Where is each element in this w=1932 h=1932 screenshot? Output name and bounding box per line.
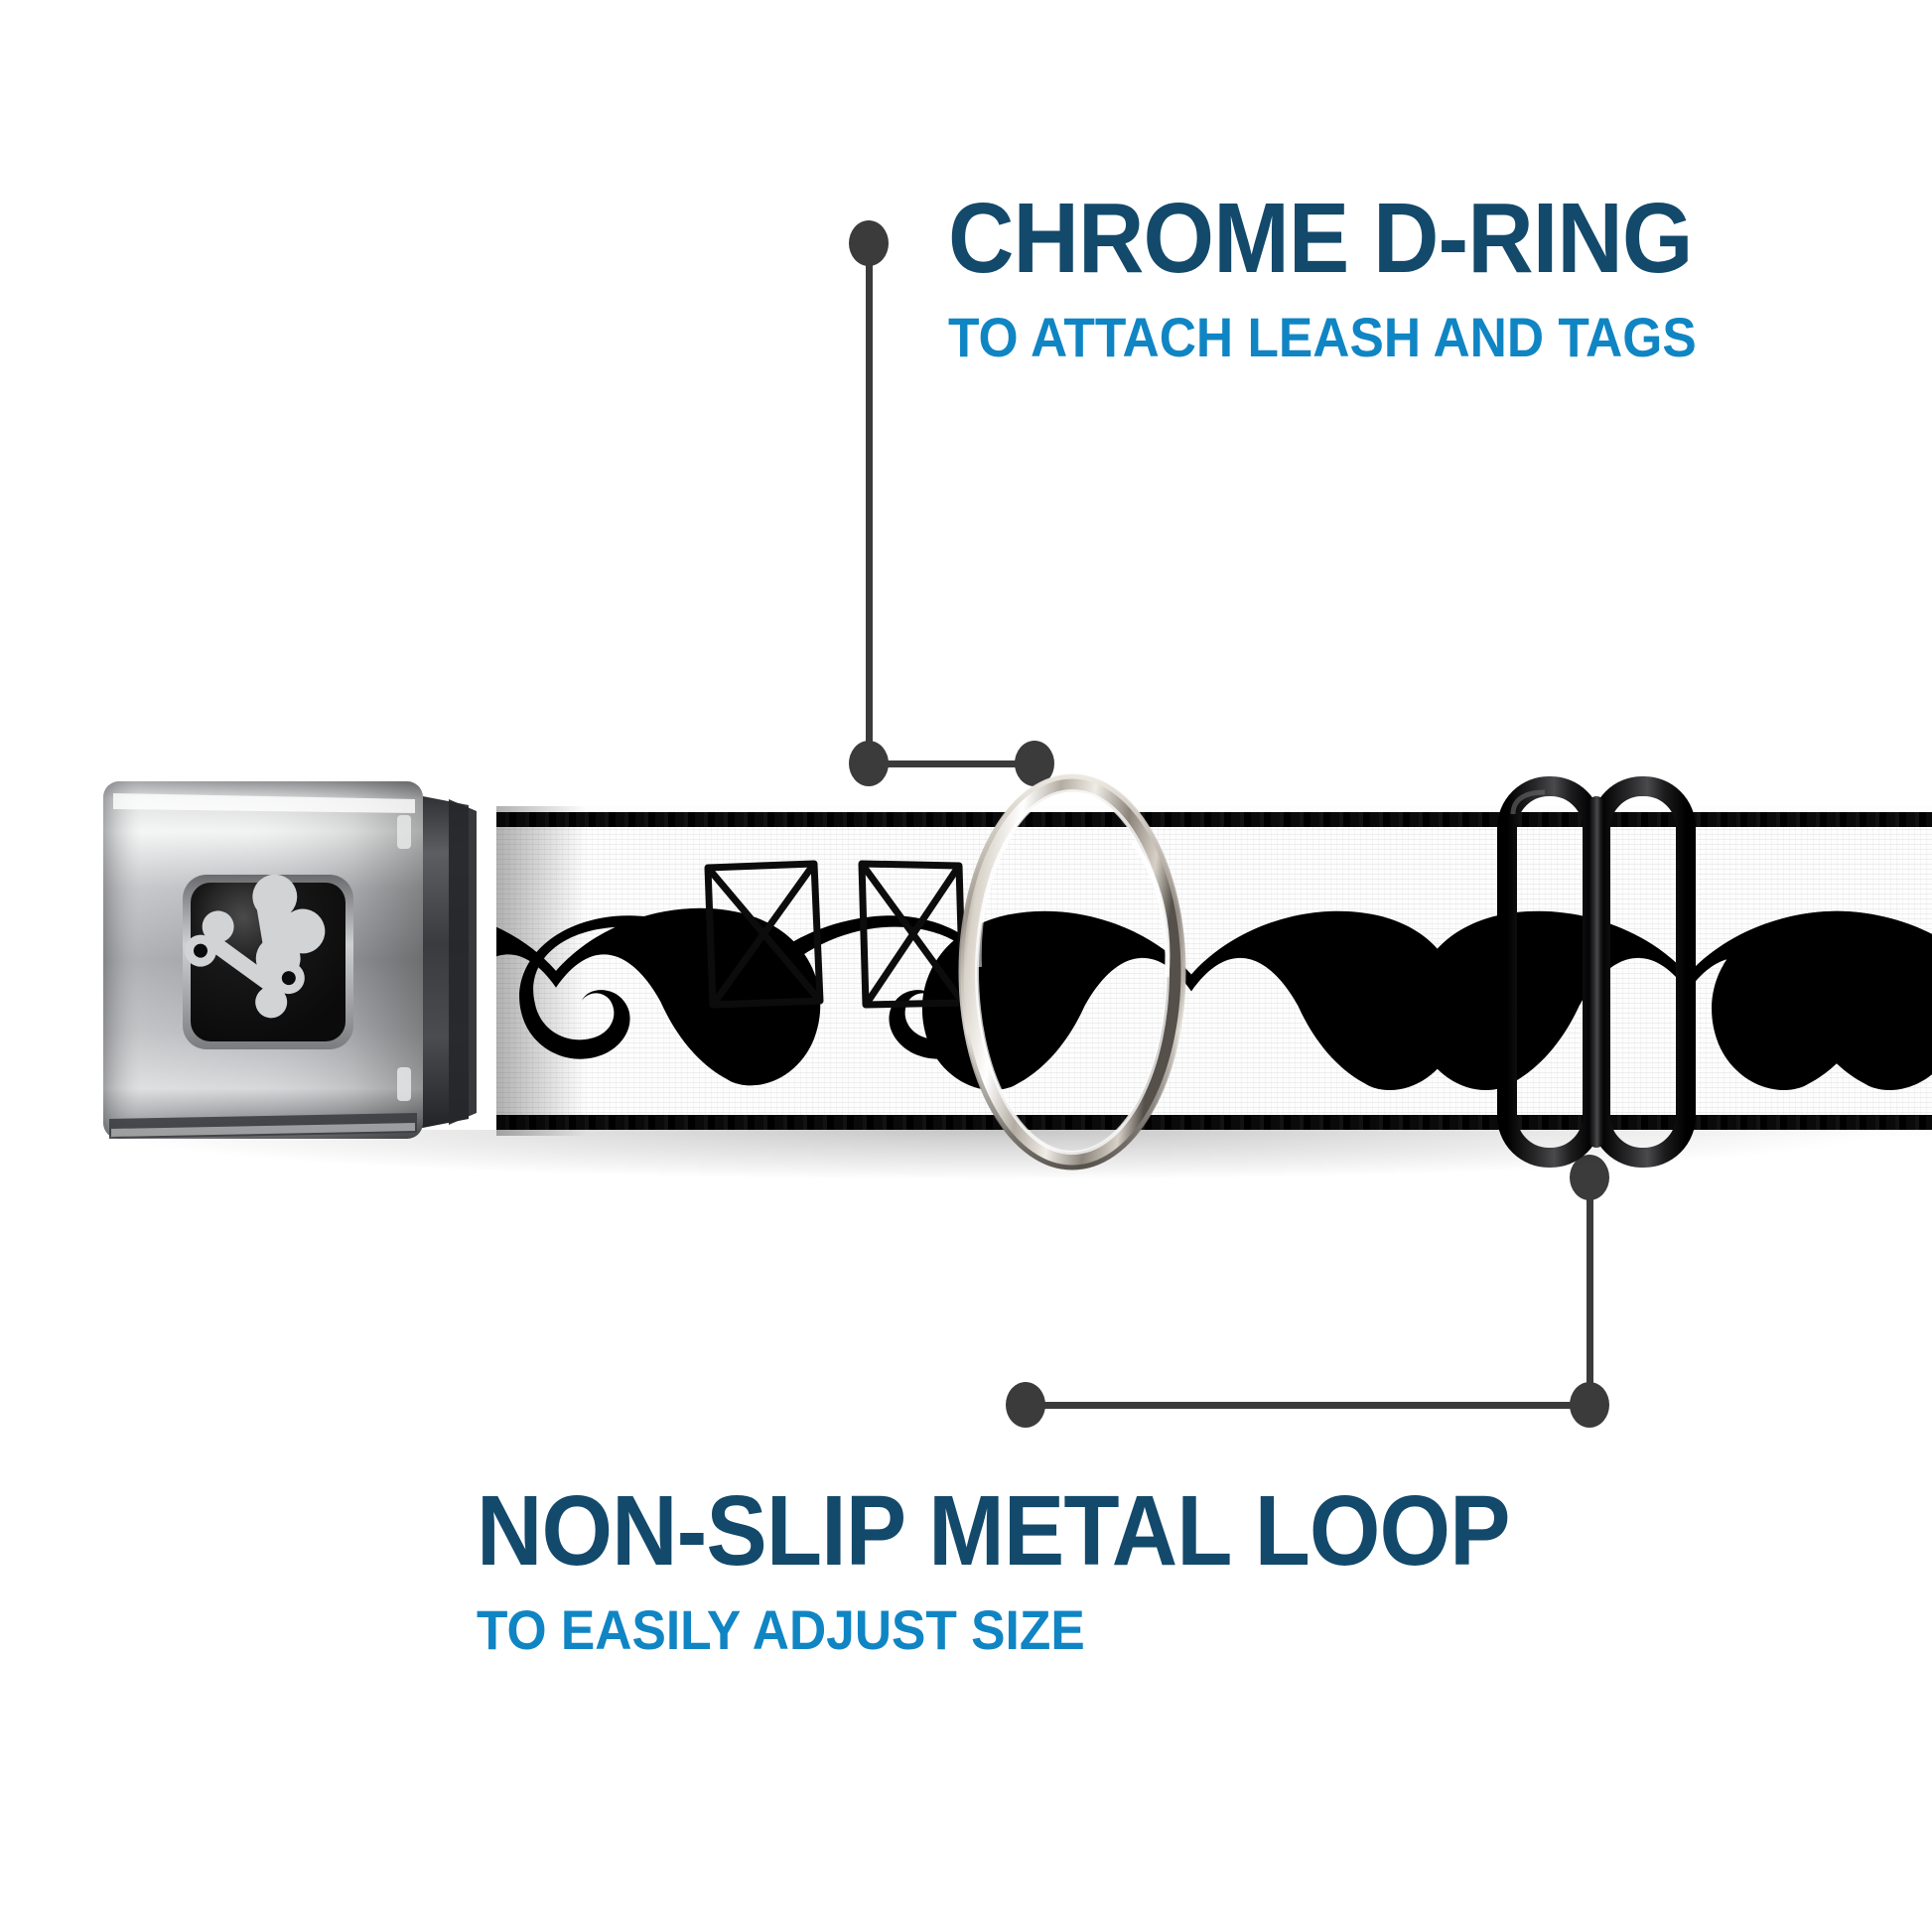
seatbelt-buckle[interactable] <box>99 769 496 1152</box>
buckle-anchor-edge <box>449 799 477 1125</box>
leader-line-horizontal-metal-loop <box>1023 1402 1593 1409</box>
leader-dot-corner-d-ring <box>849 741 889 786</box>
callout-title-non-slip-metal-loop: NON-SLIP METAL LOOP <box>477 1475 1510 1587</box>
loop-highlight <box>1510 789 1546 815</box>
leader-dot-end-d-ring <box>849 220 889 266</box>
leader-line-vertical-d-ring <box>866 246 873 764</box>
loop-frame-left <box>1497 776 1602 1168</box>
loop-center-bar <box>1588 796 1604 1148</box>
metal-adjuster-loop[interactable] <box>1497 774 1696 1170</box>
d-ring-outer-contour <box>958 773 1186 1171</box>
buckle-top-highlight <box>113 793 415 813</box>
loop-frame-right <box>1590 776 1696 1168</box>
mustache-pattern <box>496 860 1932 1091</box>
chrome-d-ring[interactable] <box>958 772 1186 1172</box>
dog-bone-icon <box>184 874 326 1019</box>
d-ring-outer-band <box>960 774 1184 1170</box>
callout-subtitle-chrome-d-ring: TO ATTACH LEASH AND TAGS <box>948 306 1697 368</box>
callout-subtitle-non-slip-metal-loop: TO EASILY ADJUST SIZE <box>477 1598 1085 1661</box>
callout-title-chrome-d-ring: CHROME D-RING <box>948 183 1693 294</box>
leader-dot-corner-metal-loop <box>1570 1382 1609 1428</box>
leader-line-vertical-metal-loop <box>1587 1176 1593 1407</box>
leader-dot-target-metal-loop <box>1570 1155 1609 1200</box>
leader-dot-end-metal-loop <box>1006 1382 1045 1428</box>
collar-webbing-strap <box>496 806 1932 1136</box>
leader-line-horizontal-d-ring <box>866 760 1036 767</box>
buckle-tab-top <box>397 815 411 849</box>
buckle-tab-bottom <box>397 1067 411 1101</box>
d-ring-glint-right <box>1130 840 1171 978</box>
d-ring-glint-left <box>977 832 1014 968</box>
buckle-bottom-shine <box>111 1123 415 1137</box>
